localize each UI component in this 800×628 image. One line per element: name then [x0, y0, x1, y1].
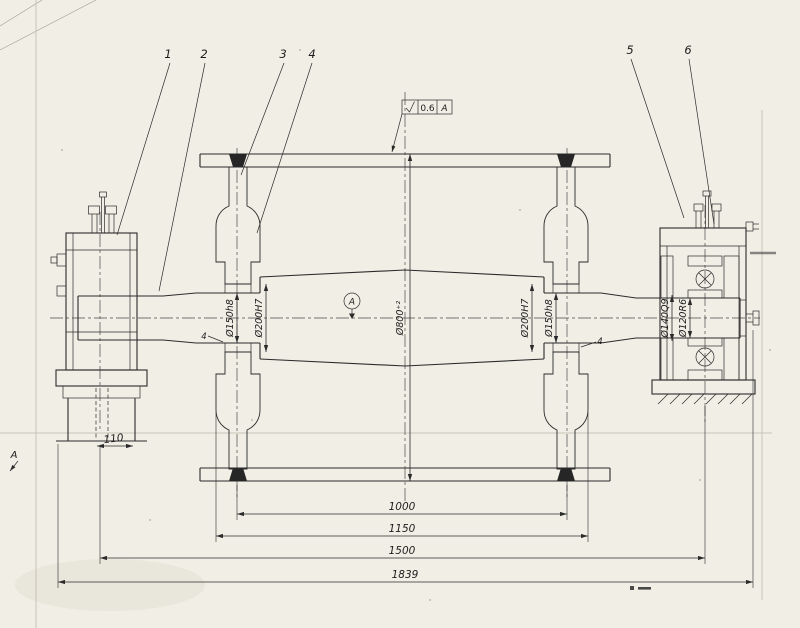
view-arrow-icon	[9, 460, 19, 472]
view-arrow-label: A	[10, 450, 18, 461]
callout-3: 3	[279, 47, 286, 61]
callout-4: 4	[308, 47, 315, 61]
diameter-dimensions: Ø150h8 Ø200H7 Ø800⁺² Ø200H7 Ø150h8 Ø140Q…	[225, 154, 693, 481]
housing-bolt-icon	[693, 203, 704, 212]
datum-arrow-icon	[349, 313, 355, 319]
surface-finish-flag: 0.6 A	[391, 99, 453, 153]
dim-shaft-seat-right: Ø150h8	[544, 299, 555, 338]
dim-hub-bore-right: Ø200H7	[520, 299, 531, 339]
lock-note-right: 4	[597, 337, 602, 347]
left-bearing-housing	[50, 191, 148, 442]
bearing-inner-ring	[687, 337, 723, 347]
dim-bearing-outer: Ø140Q9	[660, 298, 671, 338]
callout-2: 2	[200, 47, 207, 61]
lock-note-left: 4	[201, 332, 206, 342]
shaft	[77, 269, 760, 367]
grease-pin-icon	[702, 190, 712, 197]
dim-bearing-seat: Ø120R6	[678, 299, 689, 338]
callout-1: 1	[164, 47, 171, 61]
shaft-end-bolt	[752, 310, 760, 326]
dim-overall-length: 1839	[392, 569, 419, 581]
callout-5: 5	[626, 43, 633, 57]
dim-disc-spacing: 1000	[389, 501, 416, 513]
grease-pin-icon	[99, 191, 107, 198]
housing-bolt-icon	[105, 205, 117, 215]
bearing-roller-icon	[695, 269, 715, 289]
right-bearing-housing	[651, 190, 759, 405]
dim-hub-span: 1150	[389, 523, 416, 535]
weld-bottom-right	[557, 468, 575, 481]
misc-notes: 4 4 A	[9, 332, 603, 472]
dim-hub-bore-left: Ø200H7	[254, 299, 265, 339]
surface-finish-value: 0.6	[420, 104, 435, 114]
side-bolt-icon	[745, 221, 754, 232]
surface-finish-datum: A	[440, 104, 447, 114]
datum-label: A	[348, 298, 355, 308]
housing-bolt-icon	[88, 205, 100, 215]
dim-bearing-span: 1500	[389, 545, 416, 557]
bearing-inner-ring	[687, 289, 723, 299]
drum-shell	[199, 153, 611, 482]
weld-top-left	[229, 154, 247, 167]
roughness-check-icon	[405, 101, 415, 113]
weld-top-right	[557, 154, 575, 167]
dim-drum-od: Ø800⁺²	[395, 301, 406, 337]
datum-target: A	[343, 292, 361, 319]
part-callouts: 1 2 3 4 5 6	[116, 43, 715, 292]
dim-shaft-seat-left: Ø150h8	[225, 299, 236, 338]
housing-bolt-icon	[711, 203, 722, 212]
weld-bottom-left	[229, 468, 247, 481]
dim-base-width: 110	[103, 432, 125, 446]
length-dimensions: 1000 1150 1500 1839 110	[57, 330, 754, 588]
callout-6: 6	[684, 43, 691, 57]
bearing-roller-icon	[695, 347, 715, 367]
bearing-outer-ring	[687, 255, 723, 267]
ground-hatch	[657, 393, 753, 405]
